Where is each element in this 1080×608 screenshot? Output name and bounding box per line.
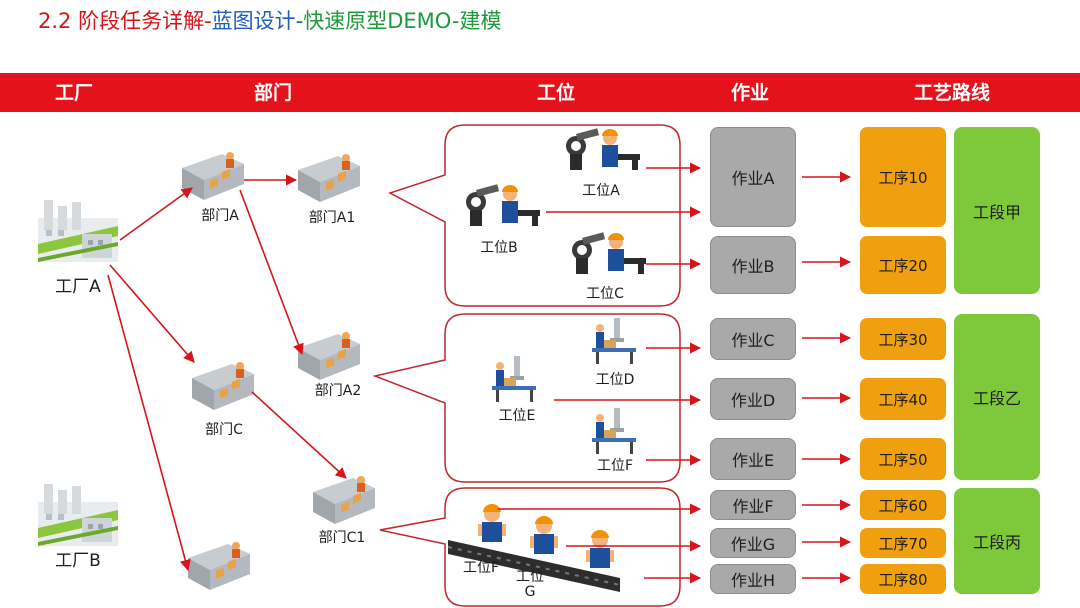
department-a-icon bbox=[182, 152, 244, 200]
station-e-icon bbox=[492, 356, 536, 402]
job-a: 作业A bbox=[710, 127, 796, 227]
station-g-label: 工位 G bbox=[516, 569, 544, 600]
section-jia: 工段甲 bbox=[954, 127, 1040, 294]
process-80: 工序80 bbox=[860, 564, 946, 594]
job-b: 作业B bbox=[710, 236, 796, 294]
header-factory: 工厂 bbox=[54, 82, 93, 104]
department-unnamed-icon bbox=[188, 542, 250, 590]
station-e-label: 工位E bbox=[498, 408, 536, 424]
job-d: 作业D bbox=[710, 378, 796, 420]
job-f: 作业F bbox=[710, 490, 796, 520]
station-d-icon bbox=[592, 318, 636, 364]
header-station: 工位 bbox=[536, 82, 575, 104]
factory-b-label: 工厂B bbox=[55, 551, 101, 571]
process-60: 工序60 bbox=[860, 490, 946, 520]
conveyor-belt-icon bbox=[447, 504, 621, 592]
header-department: 部门 bbox=[253, 82, 292, 104]
station-f-icon bbox=[592, 408, 636, 454]
station-f-label: 工位F bbox=[596, 458, 634, 474]
factory-b-icon bbox=[38, 484, 118, 546]
column-header-bar bbox=[0, 73, 1080, 112]
station-a-icon bbox=[566, 128, 640, 170]
department-c-icon bbox=[192, 362, 254, 410]
section-bing: 工段丙 bbox=[954, 488, 1040, 594]
job-g: 作业G bbox=[710, 528, 796, 558]
process-30: 工序30 bbox=[860, 318, 946, 360]
department-c1-label: 部门C1 bbox=[318, 530, 366, 546]
station-group-bubble-1 bbox=[388, 124, 681, 307]
station-c-label: 工位C bbox=[586, 286, 624, 302]
section-yi: 工段乙 bbox=[954, 314, 1040, 480]
job-h: 作业H bbox=[710, 564, 796, 594]
page-title: 2.2 阶段任务详解-蓝图设计-快速原型DEMO-建模 bbox=[38, 9, 502, 33]
station-b-icon bbox=[466, 184, 540, 226]
department-c-label: 部门C bbox=[205, 422, 243, 438]
header-job: 作业 bbox=[730, 82, 769, 104]
station-d-label: 工位D bbox=[595, 372, 635, 388]
department-a1-icon bbox=[298, 154, 360, 202]
process-40: 工序40 bbox=[860, 378, 946, 420]
department-a2-label: 部门A2 bbox=[314, 383, 362, 399]
station-group-bubble-2 bbox=[372, 313, 681, 483]
station-b-label: 工位B bbox=[480, 240, 518, 256]
factory-a-label: 工厂A bbox=[55, 277, 101, 297]
process-10: 工序10 bbox=[860, 127, 946, 227]
department-c1-icon bbox=[313, 476, 375, 524]
factory-a-icon bbox=[38, 200, 118, 262]
job-c: 作业C bbox=[710, 318, 796, 360]
header-route: 工艺路线 bbox=[913, 82, 990, 104]
process-70: 工序70 bbox=[860, 528, 946, 558]
station-group-bubble-3 bbox=[379, 487, 681, 607]
station-c-icon bbox=[572, 232, 646, 274]
station-a-label: 工位A bbox=[582, 183, 620, 199]
department-a2-icon bbox=[298, 332, 360, 380]
station-f-conveyor-label: 工位F bbox=[462, 560, 500, 576]
department-a-label: 部门A bbox=[201, 208, 239, 224]
process-20: 工序20 bbox=[860, 236, 946, 294]
department-a1-label: 部门A1 bbox=[308, 210, 356, 226]
process-50: 工序50 bbox=[860, 438, 946, 480]
job-e: 作业E bbox=[710, 438, 796, 480]
